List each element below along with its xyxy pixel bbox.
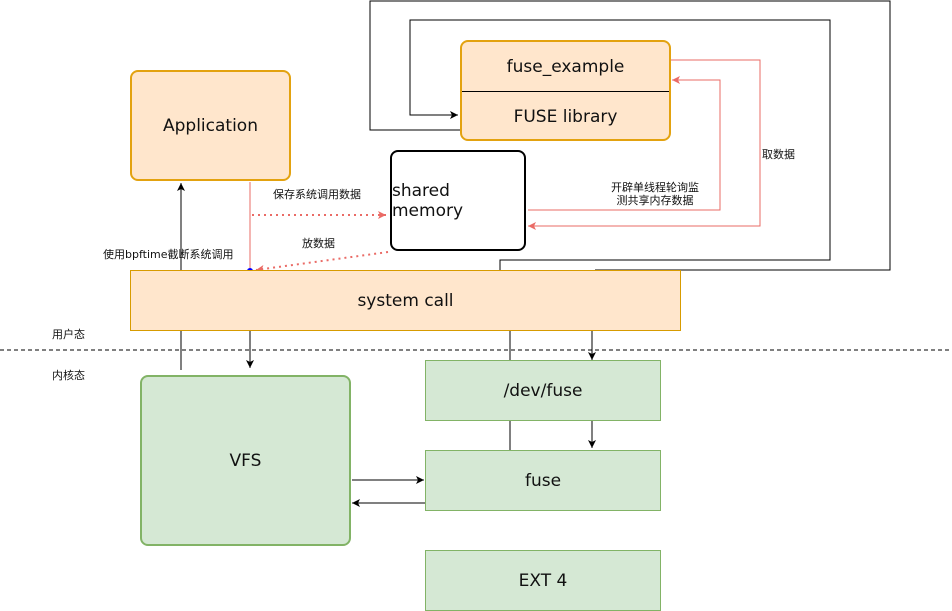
node-vfs[interactable]: VFS [140,375,351,546]
fuse-divider [462,91,669,92]
label-fetch-data: 取数据 [762,148,795,161]
label-user-space: 用户态 [52,328,85,341]
label-single-thread-poll: 开辟单线程轮询监 测共享内存数据 [603,181,707,207]
node-ext4-label: EXT 4 [518,570,568,591]
node-fuse-library: FUSE library [462,92,669,141]
label-single-thread-poll-line2: 测共享内存数据 [616,194,694,207]
node-ext4[interactable]: EXT 4 [425,550,661,611]
node-shared-memory[interactable]: shared memory [390,150,526,251]
node-vfs-label: VFS [229,450,262,471]
node-fuse-process[interactable]: fuse_example FUSE library [460,40,671,141]
node-fuse-example: fuse_example [462,42,669,91]
node-shared-memory-label: shared memory [392,180,464,221]
label-save-data: 保存系统调用数据 [273,188,361,201]
edge-fetch-data [528,59,761,230]
node-system-call-label: system call [357,290,454,311]
edge-frame-outer [369,0,891,271]
edge-poll-shared-memory [528,76,721,211]
node-fuse[interactable]: fuse [425,450,661,511]
label-kernel-space: 内核态 [52,369,85,382]
label-single-thread-poll-line1: 开辟单线程轮询监 [611,181,699,194]
label-bpftime-intercept: 使用bpftime截断系统调用 [103,248,234,261]
node-fuse-example-label: fuse_example [506,56,625,77]
node-fuse-library-label: FUSE library [513,106,618,127]
node-system-call[interactable]: system call [130,270,681,331]
node-dev-fuse-label: /dev/fuse [503,380,583,401]
label-put-data: 放数据 [302,237,335,250]
edge-put-data-back [255,251,389,273]
edge-syscall-outer-loop [409,19,831,270]
node-dev-fuse[interactable]: /dev/fuse [425,360,661,421]
node-fuse-label: fuse [524,470,562,491]
node-application-label: Application [163,115,258,136]
node-application[interactable]: Application [130,70,291,181]
